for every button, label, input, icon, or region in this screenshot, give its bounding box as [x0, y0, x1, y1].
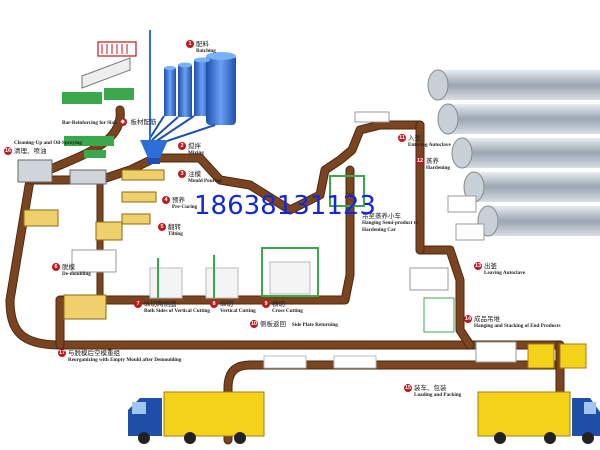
step-2-en: Mixing: [188, 150, 204, 156]
step-3-cn: 注模: [188, 170, 201, 178]
step-10-en: Side Plate Returning: [291, 322, 338, 328]
hanging-label-en-1: Hanging Semi-product to: [362, 220, 419, 226]
step-6-en: De-moulding: [62, 271, 91, 277]
step-15-cn: 装车、包装: [414, 384, 447, 392]
step-17-cn: 与脱模后空模重组: [68, 349, 120, 357]
hanging-label-cn: 吊至蒸养小车: [362, 212, 401, 220]
step-17-en: Reorganizing with Empty Mould after Demo…: [68, 357, 182, 363]
step-1-cn: 配料: [196, 40, 209, 48]
step-14-badge: 14: [464, 315, 472, 323]
step-8-cn: 纵切: [220, 300, 233, 308]
step-8-en: Vertical Cutting: [220, 308, 256, 314]
product-stacks: [263, 267, 587, 369]
step-6-badge: 6: [52, 263, 60, 271]
cleaning-equipment: [17, 159, 107, 185]
hanging-label-en-2: Hardening Car: [362, 227, 396, 233]
step-11-badge: 11: [398, 134, 406, 142]
step-4-badge: 4: [162, 196, 170, 204]
step-5-en: Tilting: [168, 231, 183, 237]
step-17-badge: 17: [58, 349, 66, 357]
cutting-stations: [149, 175, 365, 299]
rebar-label-en: Bar-Reinforcing for Slab: [62, 120, 117, 126]
hanging-label: 吊至蒸养小车 Hanging Semi-product to Hardening…: [362, 212, 418, 234]
step-6-cn: 脱模: [62, 263, 75, 271]
rebar-badge: ◆: [118, 118, 127, 126]
step-10-cn: 侧板返回: [260, 320, 286, 328]
step-7-badge: 7: [134, 300, 142, 308]
step-12-cn: 蒸养: [426, 157, 439, 165]
step-3-en: Mould Pouring: [188, 178, 222, 184]
step-15-en: Loading and Packing: [414, 392, 462, 398]
truck-left: [128, 391, 265, 444]
step-13-badge: 13: [474, 262, 482, 270]
step-2-badge: 2: [178, 142, 186, 150]
step-2-cn: 搅拌: [188, 142, 201, 150]
step-8-badge: 8: [210, 300, 218, 308]
phone-number: 18638131123: [194, 191, 376, 221]
step-1-badge: 1: [186, 40, 194, 48]
step-11-cn: 入釜: [408, 134, 421, 142]
step-15-badge: 15: [404, 384, 412, 392]
step-9-en: Cross Cutting: [272, 308, 303, 314]
step-11-en: Entering Autoclave: [408, 142, 451, 148]
step-4-cn: 预养: [172, 196, 185, 204]
batching-silos: [140, 30, 236, 164]
step-9-cn: 横切: [272, 300, 285, 308]
rebar-equipment: [62, 41, 137, 158]
step-16-cn: 清理、喷油: [14, 147, 47, 155]
step-14-cn: 成品吊堆: [474, 315, 500, 323]
step-4-en: Pre-Curing: [172, 204, 198, 210]
process-moulds: [23, 169, 165, 320]
step-14-en: Hanging and Stacking of End Products: [474, 323, 561, 329]
step-5-badge: 5: [158, 223, 166, 231]
rebar-label: Bar-Reinforcing for Slab ◆ 板材配筋: [62, 118, 156, 127]
step-13-en: Leaving Autoclave: [484, 270, 526, 276]
step-12-badge: 12: [416, 157, 424, 165]
step-10-badge: 10: [250, 320, 258, 328]
step-13-cn: 出釜: [484, 262, 497, 270]
step-12-en: Hardening: [426, 165, 450, 171]
step-7-cn: 纵切两侧面: [144, 300, 177, 308]
step-9-badge: 9: [262, 300, 270, 308]
step-16-en: Cleaning-Up and Oil-Spraying: [14, 140, 83, 146]
step-1-en: Batching: [196, 48, 216, 54]
autoclaves: [354, 69, 600, 241]
step-5-cn: 翻转: [168, 223, 181, 231]
truck-right: [477, 391, 600, 444]
rebar-label-cn: 板材配筋: [130, 118, 157, 126]
step-7-en: Both Sides of Vertical Cutting: [144, 308, 210, 314]
step-3-badge: 3: [178, 170, 186, 178]
step-16-badge: 16: [4, 147, 12, 155]
